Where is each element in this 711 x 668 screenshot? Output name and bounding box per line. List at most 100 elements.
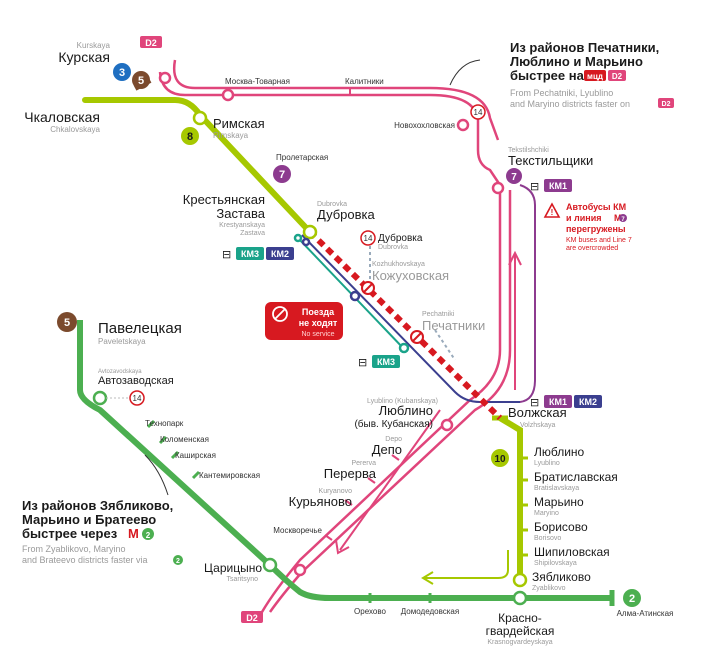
label-paveletskaya-en: Paveletskaya (98, 337, 146, 346)
svg-text:14: 14 (364, 234, 373, 243)
warning-ru-3: перегружены (566, 224, 626, 234)
label-krasnogvardeyskaya-1: Красно- (498, 611, 542, 625)
station-kurskaya-d2 (158, 71, 172, 85)
svg-text:No service: No service (301, 331, 334, 338)
d2-arrow-up-head (508, 250, 522, 266)
label-shipilovskaya-en: Shipilovskaya (534, 560, 577, 567)
svg-text:14: 14 (474, 108, 483, 117)
label-lyublino-kub-1: Люблино (379, 403, 433, 418)
station-bus-start-2 (301, 237, 311, 247)
label-proletarskaya: Пролетарская (276, 153, 328, 162)
label-volzhskaya-en: Volzhskaya (520, 422, 556, 429)
badge-line-10: 10 (491, 449, 509, 467)
note-callout-top (449, 59, 481, 86)
svg-text:КМ3: КМ3 (241, 249, 259, 259)
label-tekstilshchiki-en: Tekstilshchiki (508, 147, 549, 154)
label-avtozavodskaya-en: Avtozavodskaya (98, 369, 142, 375)
bus-badge-km3: ⊟ КМ3 (358, 355, 400, 369)
svg-text:D2: D2 (662, 101, 671, 108)
svg-text:From Pechatniki, Lyublino: From Pechatniki, Lyublino (510, 88, 613, 98)
svg-text:7: 7 (511, 172, 517, 183)
bus-badge-km1-km2-volzhskaya: ⊟ КМ1 КМ2 (530, 395, 602, 409)
note-bottom-left: Из районов Зябликово, Марьино и Братеево… (22, 498, 183, 565)
svg-text:8: 8 (187, 131, 193, 143)
svg-text:2: 2 (176, 558, 180, 565)
label-bratislavskaya-en: Bratislavskaya (534, 485, 579, 492)
svg-text:2: 2 (629, 593, 635, 605)
label-krasnogvardeyskaya-2: гвардейская (486, 624, 555, 638)
label-kuryanovo: Курьяново (289, 494, 352, 509)
label-kolomenskaya: Коломенская (160, 435, 209, 444)
bus-badge-km1-top: ⊟ КМ1 (530, 179, 572, 193)
label-domodedovskaya: Домодедовская (401, 607, 459, 616)
svg-text:Люблино и Марьино: Люблино и Марьино (510, 54, 643, 69)
warning-en-2: are overcrowded (566, 245, 618, 252)
svg-text:М: М (128, 526, 139, 541)
label-borisovo: Борисово (534, 520, 588, 534)
note-top-right: Из районов Печатники, Люблино и Марьино … (510, 40, 674, 109)
line-14-connector (369, 240, 456, 361)
label-krestyanskaya-en1: Krestyanskaya (219, 222, 265, 229)
badge-line-8: 8 (181, 127, 199, 145)
label-kurskaya-en: Kurskaya (77, 41, 111, 50)
label-volzhskaya: Волжская (508, 405, 567, 420)
svg-text:3: 3 (119, 67, 125, 79)
svg-text:10: 10 (494, 454, 506, 465)
label-kozhukhovskaya: Кожуховская (372, 268, 449, 283)
svg-text:D2: D2 (145, 38, 157, 48)
label-kashirskaya: Каширская (175, 451, 216, 460)
svg-text:⊟: ⊟ (530, 397, 539, 409)
badge-line-3: 3 (113, 63, 131, 81)
label-orekhovo: Орехово (354, 607, 386, 616)
label-dubrovka-en: Dubrovka (317, 201, 347, 208)
svg-text:⊟: ⊟ (530, 181, 539, 193)
label-depo-en: Depo (385, 436, 402, 443)
label-novokhokhlovskaya: Новохохловская (394, 121, 455, 130)
badge-line-14-avtozavod: 14 (106, 390, 145, 406)
badge-d2-top: D2 (140, 36, 162, 48)
label-krestyanskaya-2: Застава (216, 206, 265, 221)
svg-text:Из районов Печатники,: Из районов Печатники, (510, 40, 659, 55)
station-lyublino-kub (440, 418, 454, 432)
line-2 (77, 332, 610, 601)
label-rimskaya: Римская (213, 116, 265, 131)
svg-text:7: 7 (621, 217, 625, 223)
svg-text:2: 2 (146, 531, 151, 540)
svg-text:From Zyablikovo, Maryino: From Zyablikovo, Maryino (22, 544, 126, 554)
station-krasnogvardeyskaya (512, 590, 528, 606)
label-chkalovskaya: Чкаловская (24, 109, 100, 125)
svg-text:Марьино и Братеево: Марьино и Братеево (22, 512, 156, 527)
d2-arrow-down (339, 409, 441, 551)
label-kantemirovskaya: Кантемировская (199, 471, 260, 480)
note-callout-bottom (144, 454, 169, 496)
station-kozhukhovskaya (349, 290, 361, 302)
station-bus-start-1 (293, 233, 303, 243)
label-tekstilshchiki: Текстильщики (508, 153, 593, 168)
line-d2-north (158, 71, 502, 186)
label-tsaritsyno-en: Tsaritsyno (226, 576, 258, 583)
station-tekstilshchiki (491, 181, 505, 195)
svg-text:КМ2: КМ2 (579, 397, 597, 407)
warning-ru-1: Автобусы КМ (566, 202, 626, 212)
label-lyublino: Люблино (534, 445, 585, 459)
station-tsaritsyno-d2 (293, 563, 307, 577)
badge-line-14-dubrovka: 14 (360, 230, 376, 246)
station-ticks-d2 (324, 88, 400, 541)
svg-text:and Maryino districts faster o: and Maryino districts faster on (510, 99, 630, 109)
warning-en-1: KM buses and Line 7 (566, 237, 632, 244)
station-ticks (146, 419, 432, 603)
svg-text:D2: D2 (246, 613, 258, 623)
svg-text:КМ2: КМ2 (271, 249, 289, 259)
line-10-arrow (425, 550, 509, 579)
svg-text:Из районов Зябликово,: Из районов Зябликово, (22, 498, 173, 513)
station-rimskaya (192, 110, 208, 126)
label-pererva: Перерва (324, 466, 377, 481)
label-zyablikovo: Зябликово (532, 570, 591, 584)
station-tsaritsyno (262, 557, 278, 573)
label-alma-atinskaya: Алма-Атинская (617, 609, 674, 618)
no-service-box: Поезда не ходят No service (265, 302, 343, 340)
svg-text:D2: D2 (612, 72, 623, 81)
label-pererva-en: Pererva (351, 460, 376, 467)
svg-text:быстрее через: быстрее через (22, 526, 118, 541)
